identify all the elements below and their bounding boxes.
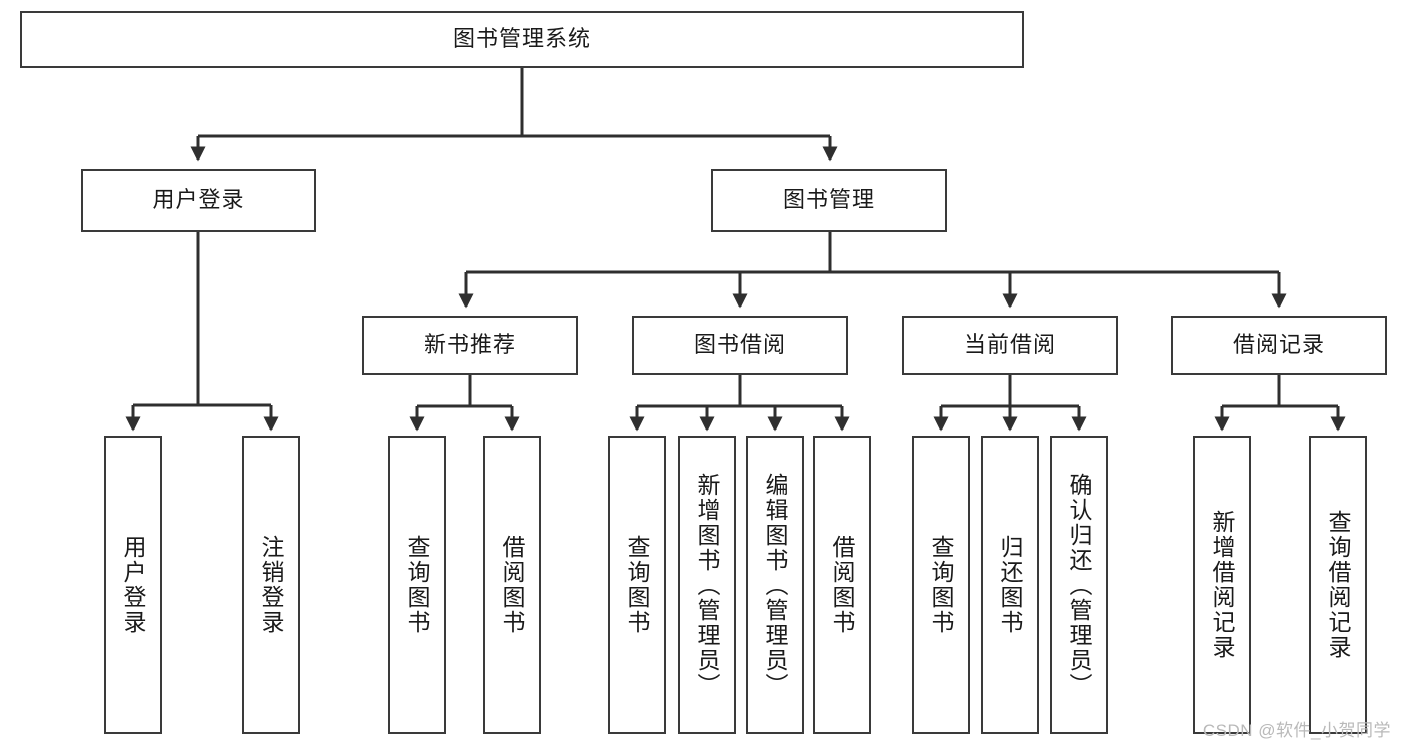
leaf-user-login-label: 用户登录 (120, 535, 147, 635)
leaf-add-record-label: 新增借阅记录 (1209, 510, 1236, 660)
leaf-query-book-2[interactable]: 查询图书 (608, 436, 666, 734)
leaf-user-login[interactable]: 用户登录 (104, 436, 162, 734)
node-root[interactable]: 图书管理系统 (20, 11, 1024, 68)
leaf-return-book-label: 归还图书 (997, 535, 1024, 635)
node-root-label: 图书管理系统 (452, 26, 591, 52)
node-book-manage-label: 图书管理 (782, 187, 875, 213)
node-borrow-record-label: 借阅记录 (1232, 332, 1325, 358)
leaf-borrow-book-2-label: 借阅图书 (829, 535, 856, 635)
leaf-query-record[interactable]: 查询借阅记录 (1309, 436, 1367, 734)
leaf-add-record[interactable]: 新增借阅记录 (1193, 436, 1251, 734)
leaf-edit-book[interactable]: 编辑图书（管理员） (746, 436, 804, 734)
node-current-borrow[interactable]: 当前借阅 (902, 316, 1118, 375)
leaf-add-book-label: 新增图书（管理员） (694, 472, 721, 698)
leaf-query-book-1[interactable]: 查询图书 (388, 436, 446, 734)
leaf-logout-label: 注销登录 (258, 535, 285, 635)
leaf-add-book[interactable]: 新增图书（管理员） (678, 436, 736, 734)
leaf-confirm-return-label: 确认归还（管理员） (1066, 472, 1093, 698)
leaf-query-book-2-label: 查询图书 (624, 535, 651, 635)
leaf-query-book-3-label: 查询图书 (928, 535, 955, 635)
leaf-query-book-1-label: 查询图书 (404, 535, 431, 635)
node-book-manage[interactable]: 图书管理 (711, 169, 947, 232)
node-new-book-recommend-label: 新书推荐 (423, 332, 516, 358)
leaf-query-book-3[interactable]: 查询图书 (912, 436, 970, 734)
node-borrow-record[interactable]: 借阅记录 (1171, 316, 1387, 375)
node-book-borrow-label: 图书借阅 (693, 332, 786, 358)
node-user-login-label: 用户登录 (152, 187, 245, 213)
node-current-borrow-label: 当前借阅 (963, 332, 1056, 358)
node-user-login[interactable]: 用户登录 (81, 169, 316, 232)
leaf-borrow-book-1-label: 借阅图书 (499, 535, 526, 635)
leaf-borrow-book-1[interactable]: 借阅图书 (483, 436, 541, 734)
watermark-text: CSDN @软件_小贺同学 (1202, 721, 1391, 740)
node-new-book-recommend[interactable]: 新书推荐 (362, 316, 578, 375)
leaf-query-record-label: 查询借阅记录 (1325, 510, 1352, 660)
leaf-edit-book-label: 编辑图书（管理员） (762, 472, 789, 698)
leaf-borrow-book-2[interactable]: 借阅图书 (813, 436, 871, 734)
leaf-return-book[interactable]: 归还图书 (981, 436, 1039, 734)
node-book-borrow[interactable]: 图书借阅 (632, 316, 848, 375)
leaf-logout[interactable]: 注销登录 (242, 436, 300, 734)
leaf-confirm-return[interactable]: 确认归还（管理员） (1050, 436, 1108, 734)
